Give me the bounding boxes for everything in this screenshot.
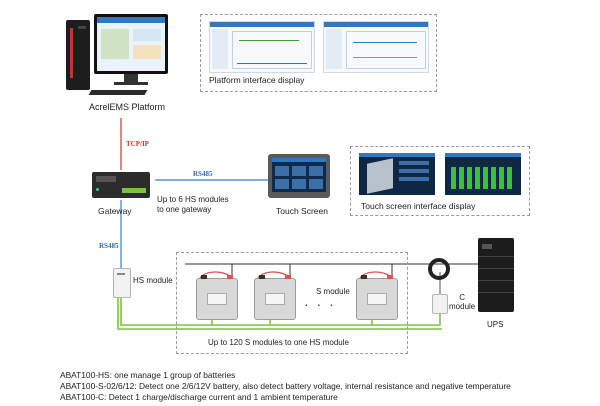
touch-screenshot-2 — [445, 153, 521, 195]
touch-screen-label: Touch Screen — [276, 206, 328, 216]
rs485-touch-label: RS485 — [193, 170, 213, 178]
monitor-screen — [97, 17, 165, 71]
battery-ellipsis: · · · — [304, 296, 336, 312]
current-clamp — [428, 258, 450, 280]
battery-3 — [356, 275, 398, 320]
footnote-c: ABAT100-C: Detect 1 charge/discharge cur… — [60, 392, 338, 402]
monitor-base — [114, 82, 148, 85]
battery-group-box — [176, 252, 408, 354]
rs485-hs-label: RS485 — [99, 242, 119, 250]
battery-2 — [254, 275, 296, 320]
touch-interface-panel: Touch screen interface display — [350, 146, 530, 216]
ups-cabinet — [478, 238, 514, 312]
s-module-label: S module — [316, 287, 350, 296]
gateway-label: Gateway — [98, 206, 132, 216]
pc-tower — [66, 20, 90, 90]
platform-interface-label: Platform interface display — [209, 75, 305, 85]
green-sense-line-2 — [117, 296, 442, 330]
touch-screenshot-1 — [359, 153, 435, 195]
pc-monitor — [94, 14, 168, 74]
s-module-capacity-note: Up to 120 S modules to one HS module — [208, 338, 349, 347]
ups-label: UPS — [487, 320, 504, 329]
gateway-device — [92, 172, 150, 198]
monitor-stand — [124, 74, 138, 82]
battery-1 — [196, 275, 238, 320]
tcpip-label: TCP/IP — [126, 140, 149, 148]
platform-name: AcrelEMS Platform — [89, 102, 166, 112]
touch-interface-label: Touch screen interface display — [361, 201, 476, 211]
c-module-device — [432, 294, 448, 314]
green-sense-line-1 — [120, 296, 441, 326]
platform-screenshot-1 — [209, 21, 315, 73]
footnote-s: ABAT100-S-02/6/12: Detect one 2/6/12V ba… — [60, 381, 511, 391]
footnote-hs: ABAT100-HS: one manage 1 group of batter… — [60, 370, 236, 380]
hs-module-label: HS module — [133, 276, 173, 285]
touch-screen-display — [272, 158, 326, 192]
hs-module-device — [113, 268, 131, 298]
touch-screen-device — [268, 154, 330, 198]
keyboard — [88, 90, 148, 95]
gateway-capacity-note: Up to 6 HS modules to one gateway — [157, 195, 229, 214]
platform-interface-panel: Platform interface display — [200, 14, 437, 92]
platform-screenshot-2 — [323, 21, 429, 73]
c-module-label: C module — [449, 293, 476, 311]
